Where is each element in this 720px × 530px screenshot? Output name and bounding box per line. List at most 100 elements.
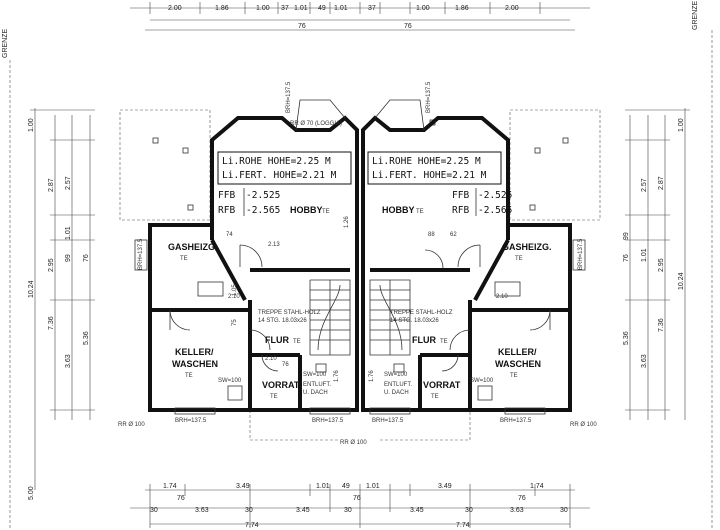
top-dim-4: 37 (281, 5, 289, 12)
rr-label-2: RR Ø 100 (340, 440, 367, 446)
drain-left (227, 385, 243, 401)
top-dim-3: 1.00 (256, 5, 270, 12)
bottom-dim-1: 1.74 (163, 483, 177, 490)
left-dim-2: 2.87 (48, 178, 55, 192)
room-vorrat-left: VORRAT (262, 380, 300, 390)
bottom-dim-2: 3.49 (236, 483, 250, 490)
room-hobby-left-te: TE (322, 209, 330, 215)
left-dim-10: 5.36 (83, 331, 90, 345)
bottom-dim2-4: 3.45 (296, 507, 310, 514)
left-dim-11: 3.63 (65, 354, 72, 368)
ffb-label-right: FFB (452, 190, 469, 201)
room-dim-11: 76 (282, 362, 289, 368)
left-dimension-chain: 1.00 2.87 2.57 10.24 2.95 1.01 99 76 7.3… (28, 108, 95, 500)
room-gas-left-te: TE (180, 256, 188, 262)
stairs-left (309, 279, 351, 356)
top-dimension-chain: 2.00 1.86 1.00 37 1.01 49 1.01 37 1.00 1… (130, 2, 590, 31)
doors (169, 244, 551, 372)
left-dim-6: 1.01 (65, 226, 72, 240)
room-dim-12: 1.26 (344, 216, 350, 228)
terrace-outline (119, 109, 601, 441)
right-dimension-chain: 1.00 2.57 2.87 10.24 99 1.01 2.95 76 7.3… (623, 108, 690, 420)
right-dim-3: 2.87 (658, 176, 665, 190)
top-dim-2: 1.86 (215, 5, 229, 12)
height-finished-right: Li.FERT. HOHE=2.21 M (372, 170, 487, 181)
brh-label-1: BRH=137.5 (175, 418, 207, 424)
rfb-label-right: RFB (452, 205, 469, 216)
ffb-value-right: -2.525 (478, 190, 512, 201)
bottom-dim-7: 1.74 (530, 483, 544, 490)
grenze-label-right: GRENZE (692, 1, 699, 31)
room-dim-2: 2.10 (228, 294, 240, 300)
vent-label-left-2: U. DACH (303, 390, 328, 396)
left-dim-1: 1.00 (28, 118, 35, 132)
top-dim-6: 49 (318, 5, 326, 12)
right-dim-7: 2.95 (658, 258, 665, 272)
grenze-label-left: GRENZE (2, 29, 9, 59)
room-vorrat-right: VORRAT (423, 380, 461, 390)
room-keller-right-te: TE (510, 373, 518, 379)
boiler-right (494, 281, 521, 297)
top-dim-8: 37 (368, 5, 376, 12)
bottom-dim-3: 1.01 (316, 483, 330, 490)
right-dim-11: 3.63 (641, 354, 648, 368)
right-dim-8: 76 (623, 254, 630, 262)
brh-label-8: BRH=137.5 (426, 81, 432, 113)
bottom-dim-6: 3.49 (438, 483, 452, 490)
ffb-label-left: FFB (218, 190, 235, 201)
room-keller-left-te: TE (185, 373, 193, 379)
right-dim-1: 1.00 (678, 118, 685, 132)
room-gas-right: GASHEIZG. (502, 242, 552, 252)
room-keller-right-1: KELLER/ (498, 347, 537, 357)
vent-label-right-2: U. DACH (384, 390, 409, 396)
bottom-dim2-3: 30 (245, 507, 253, 514)
left-dim-5: 2.95 (48, 258, 55, 272)
brh-label-3: BRH=137.5 (372, 418, 404, 424)
bottom-dim2-6: 3.45 (410, 507, 424, 514)
rfb-value-left: -2.565 (246, 205, 280, 216)
bottom-dimension-chain: 1.74 3.49 1.01 49 1.01 3.49 1.74 76 76 7… (130, 483, 590, 529)
room-flur-left: FLUR (265, 335, 289, 345)
room-hobby-right: HOBBY (382, 205, 415, 215)
room-dim-10: 75 (232, 319, 238, 326)
top-dim-11: 2.00 (505, 5, 519, 12)
bottom-sub-2: 76 (353, 495, 361, 502)
height-finished-left: Li.FERT. HOHE=2.21 M (222, 170, 337, 181)
left-dim-9: 7.36 (48, 316, 55, 330)
height-rough-right: Li.ROHE HOHE=2.25 M (372, 156, 481, 167)
top-dim-10: 1.86 (455, 5, 469, 12)
brh-label-7: BRH=137.5 (286, 81, 292, 113)
room-dim-9: 62 (450, 232, 457, 238)
bottom-sub-3: 76 (518, 495, 526, 502)
top-dim-1: 2.00 (168, 5, 182, 12)
vent-right (393, 363, 405, 373)
room-dim-13: 1.05 (232, 284, 238, 296)
brh-label-5: BRH=137.5 (138, 238, 144, 270)
room-vorrat-right-te: TE (431, 394, 439, 400)
bottom-dim2-2: 3.63 (195, 507, 209, 514)
rr-label-1: RR Ø 100 (118, 422, 145, 428)
sw-vent-left: SW=100 (303, 372, 327, 378)
left-dim-4: 10.24 (28, 280, 35, 298)
room-keller-left-1: KELLER/ (175, 347, 214, 357)
bottom-dim3-2: 7.74 (456, 522, 470, 529)
top-sub-dim-2: 76 (404, 23, 412, 30)
stair-label-left-1: TREPPE STAHL-HOLZ (258, 310, 321, 316)
boiler-left (197, 281, 224, 297)
top-dim-5: 1.01 (294, 5, 308, 12)
bottom-sub-1: 76 (177, 495, 185, 502)
room-flur-right-te: TE (440, 339, 448, 345)
rfb-label-left: RFB (218, 205, 235, 216)
left-dim-8: 76 (83, 254, 90, 262)
room-dim-4: 2.10 (496, 294, 508, 300)
height-rough-left: Li.ROHE HOHE=2.25 M (222, 156, 331, 167)
room-dim-7: 88 (428, 232, 435, 238)
bottom-dim3-1: 7.74 (245, 522, 259, 529)
bottom-dim2-7: 30 (465, 507, 473, 514)
rr-label-3: RR Ø 100 (570, 422, 597, 428)
bottom-dim-4: 49 (342, 483, 350, 490)
ffb-value-left: -2.525 (246, 190, 280, 201)
sw-left: SW=100 (218, 378, 242, 384)
right-dim-4: 10.24 (678, 272, 685, 290)
